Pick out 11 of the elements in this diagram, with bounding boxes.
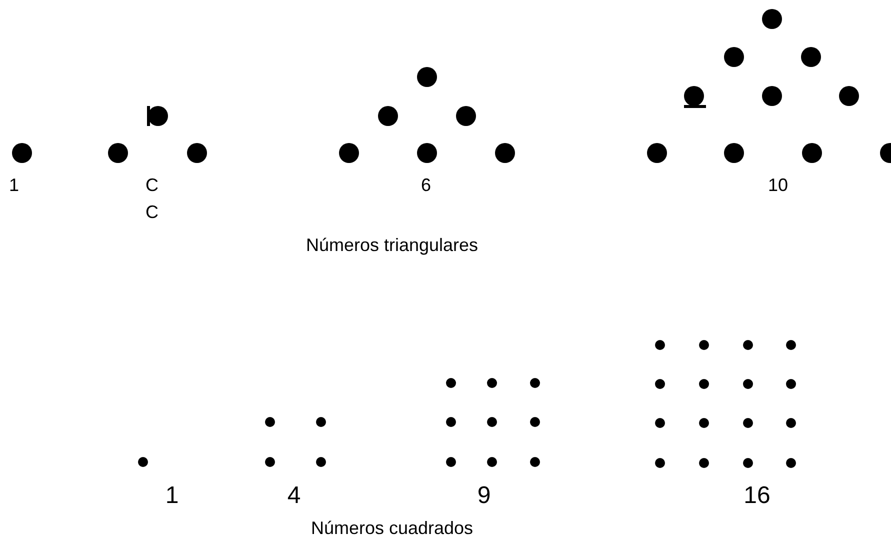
caption: Números cuadrados bbox=[310, 519, 474, 537]
number-label: 10 bbox=[768, 176, 788, 194]
number-label: 6 bbox=[421, 176, 431, 194]
number-label: C bbox=[146, 203, 158, 221]
number-label: 4 bbox=[287, 484, 301, 508]
number-label: 9 bbox=[477, 484, 491, 508]
number-label: 16 bbox=[744, 484, 770, 508]
caption: Números triangulares bbox=[306, 236, 478, 254]
number-label: 1 bbox=[9, 176, 19, 194]
number-label: C bbox=[146, 176, 158, 194]
number-label: 1 bbox=[165, 484, 179, 508]
